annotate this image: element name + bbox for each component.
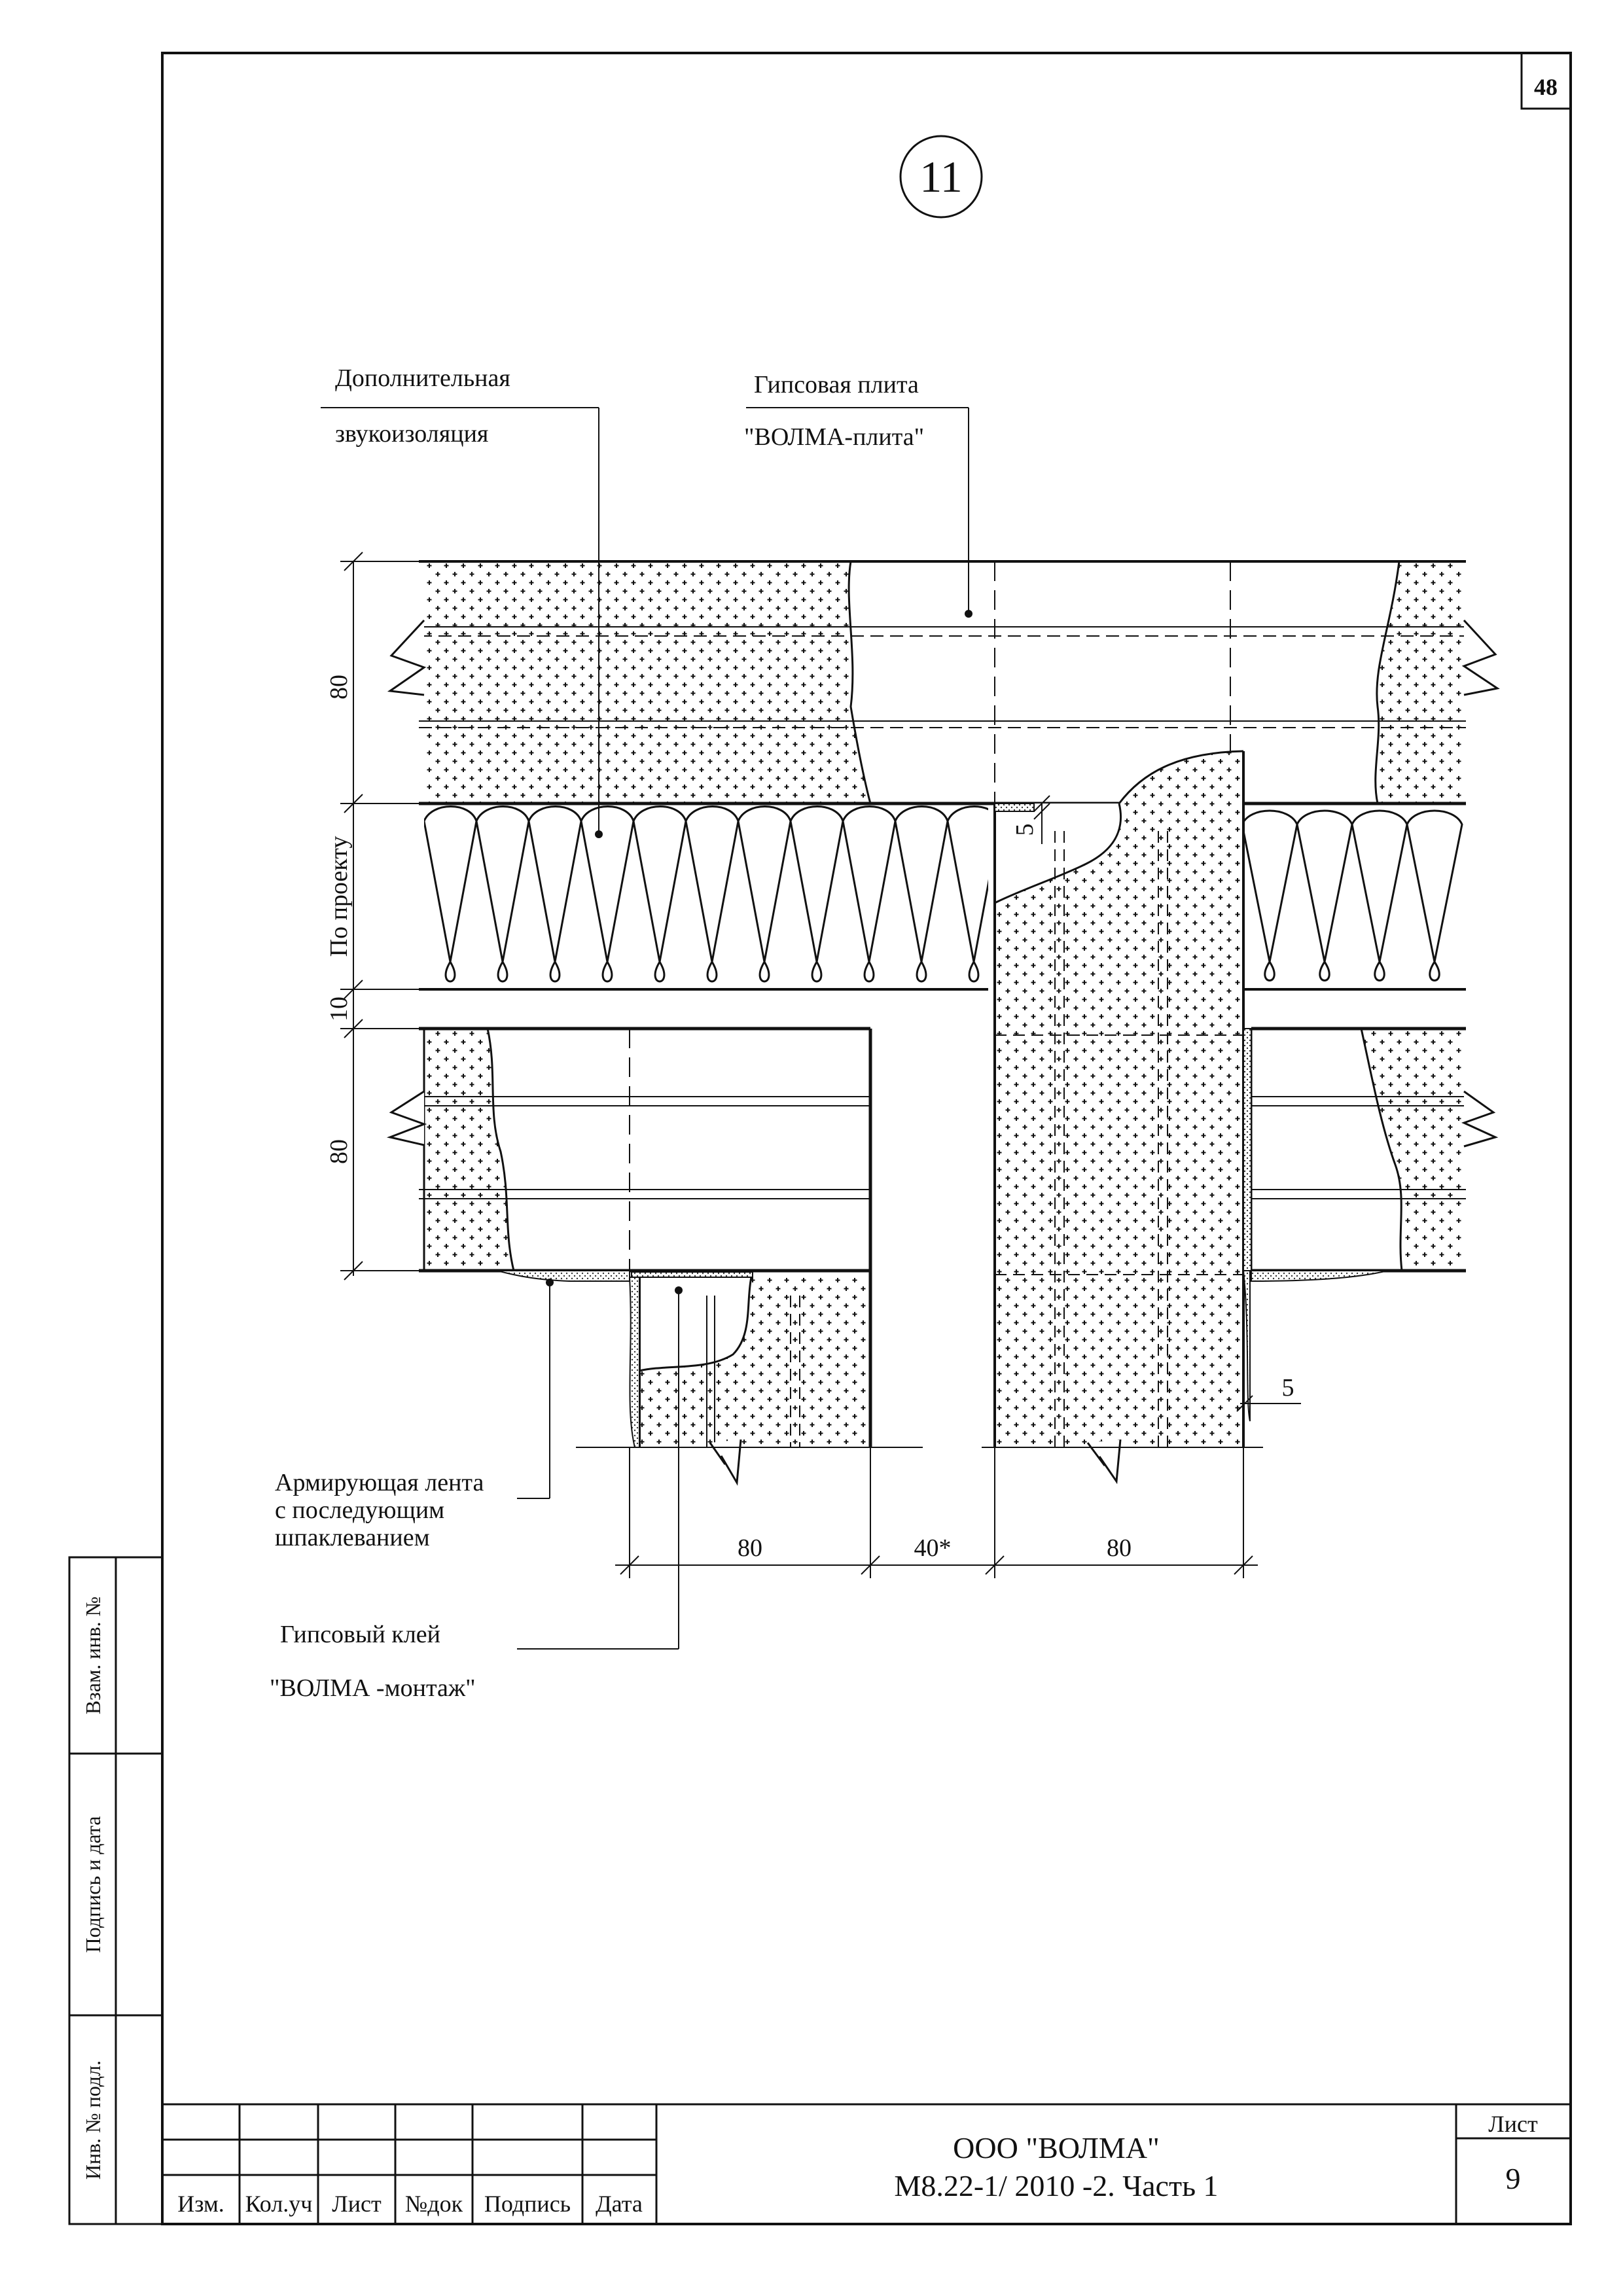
tb-col-sign: Подпись (484, 2191, 571, 2217)
tb-col-ndok: №док (405, 2191, 463, 2217)
dim-left-wall: 80 (738, 1534, 762, 1562)
tb-company: ООО "ВОЛМА" (953, 2131, 1160, 2164)
dim-project: По проекту (325, 836, 353, 957)
lower-right-board (1250, 1027, 1499, 1273)
tb-sheet-value: 9 (1506, 2162, 1521, 2195)
side-stamp-inv: Инв. № подл. (81, 2060, 105, 2180)
insulation-layer (419, 805, 1466, 991)
callout-insulation-line1: Дополнительная (335, 364, 510, 392)
callout-tape-line3: шпаклеванием (275, 1524, 430, 1551)
reinforcing-tape (497, 1270, 1388, 1282)
callout-board-line2: "ВОЛМА-плита" (744, 423, 924, 451)
upper-board (387, 560, 1500, 805)
frame (161, 52, 1572, 2225)
callout-insulation: Дополнительная звукоизоляция (321, 364, 603, 838)
dim-gap: 10 (325, 997, 353, 1021)
right-wall (993, 750, 1252, 1485)
tb-sheet-label: Лист (1488, 2111, 1538, 2137)
callout-glue: Гипсовый клей "ВОЛМА -монтаж" (270, 1286, 683, 1702)
side-stamp (68, 1556, 164, 2225)
vertical-dimensions (340, 552, 424, 1280)
callout-glue-line2: "ВОЛМА -монтаж" (270, 1674, 476, 1702)
detail-number-circle (899, 135, 983, 219)
title-block (162, 2103, 1571, 2224)
callout-tape-line2: с последующим (275, 1496, 444, 1524)
side-stamp-sign: Подпись и дата (81, 1816, 105, 1953)
dim-glue-top: 5 (1011, 824, 1039, 836)
sheet-number: 48 (1534, 74, 1558, 100)
dim-middle-gap: 40* (914, 1534, 952, 1562)
side-stamp-replace: Взам. инв. № (81, 1597, 105, 1714)
tb-col-date: Дата (596, 2191, 643, 2217)
callout-insulation-line2: звукоизоляция (335, 420, 488, 448)
lower-left-board (386, 1027, 872, 1273)
tb-col-kol: Кол.уч (245, 2191, 313, 2217)
tb-col-list: Лист (332, 2191, 382, 2217)
tb-code: М8.22-1/ 2010 -2. Часть 1 (894, 2169, 1218, 2202)
dim-upper-board: 80 (325, 675, 353, 699)
detail-number: 11 (919, 152, 962, 202)
tb-col-izm: Изм. (177, 2191, 224, 2217)
callout-board-line1: Гипсовая плита (754, 371, 919, 398)
callout-glue-line1: Гипсовый клей (280, 1621, 440, 1648)
callout-tape-line1: Армирующая лента (275, 1469, 484, 1496)
glue-dimensions (1033, 795, 1301, 1412)
callout-tape: Армирующая лента с последующим шпаклеван… (275, 1279, 554, 1551)
horizontal-dimensions (576, 1447, 1263, 1578)
dim-right-wall: 80 (1107, 1534, 1132, 1562)
left-wall (628, 1271, 872, 1486)
dim-lower-board: 80 (325, 1139, 353, 1164)
dim-glue-side: 5 (1282, 1374, 1294, 1402)
callout-board: Гипсовая плита "ВОЛМА-плита" (744, 371, 972, 618)
